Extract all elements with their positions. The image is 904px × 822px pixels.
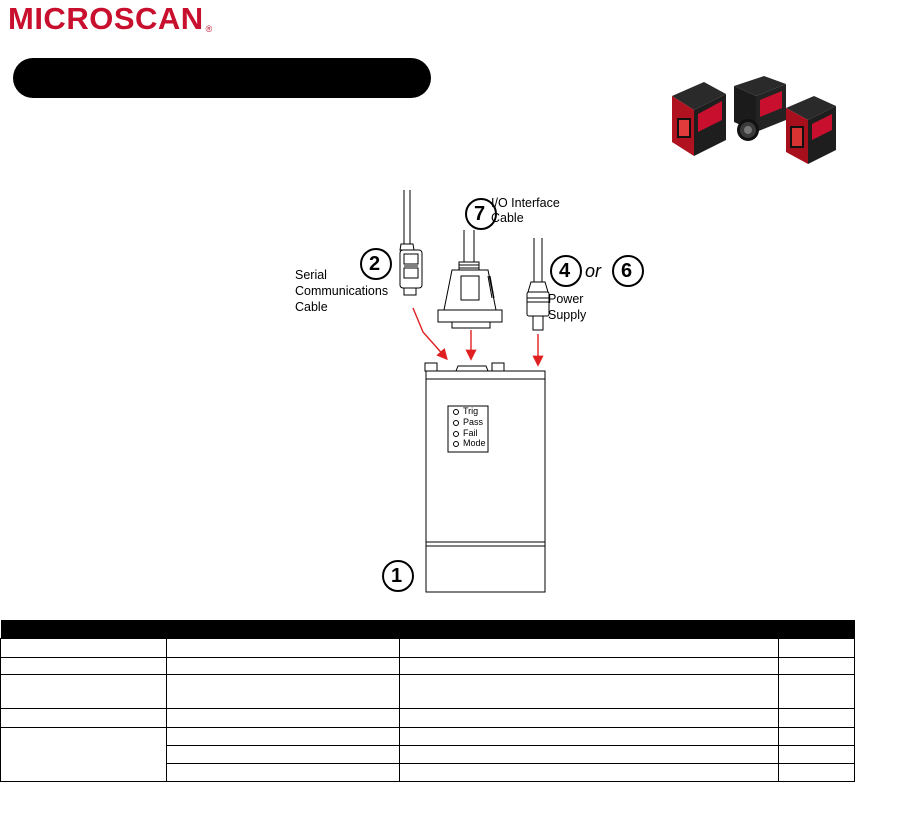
serial-cable-label-line1: Serial [295, 268, 327, 282]
table-cell [399, 657, 779, 675]
table-row [0, 638, 855, 658]
product-unit-middle [734, 76, 786, 141]
registered-mark: ® [205, 24, 213, 34]
table-cell [778, 745, 855, 764]
serial-cable [399, 190, 423, 296]
callout-number-7: 7 [474, 203, 486, 225]
power-supply-label-line1: Power [548, 292, 584, 306]
serial-cable-label-line3: Cable [295, 300, 328, 314]
table-cell [0, 708, 167, 728]
callout-or-text: or [585, 261, 602, 281]
table-cell [166, 657, 400, 675]
table-cell [778, 708, 855, 728]
logo-wordmark: MICROSCAN [8, 1, 204, 36]
power-supply-label-line2: Supply [548, 308, 587, 322]
table-cell [0, 674, 167, 709]
table-cell [399, 763, 779, 782]
table-cell [166, 745, 400, 764]
led-label-pass: Pass [463, 417, 484, 427]
table-cell [399, 708, 779, 728]
callout-number-6: 6 [621, 260, 633, 282]
callout-number-2: 2 [369, 253, 381, 275]
table-cell [399, 674, 779, 709]
table-cell [166, 727, 400, 746]
table-row [0, 708, 855, 728]
table-cell [166, 638, 400, 658]
table-row [0, 657, 855, 675]
table-cell [399, 727, 779, 746]
io-cable-label-line1: I/O Interface [491, 196, 560, 210]
io-interface-cable [437, 230, 503, 329]
table-cell [166, 708, 400, 728]
product-unit-left [672, 82, 726, 156]
io-cable-label-line2: Cable [491, 211, 524, 225]
callout-number-1: 1 [391, 565, 403, 587]
table-cell [166, 674, 400, 709]
callout-circles [360, 198, 644, 592]
led-label-trig: Trig [463, 406, 479, 416]
scanner-body [424, 362, 546, 593]
table-cell [0, 727, 167, 782]
table-cell [166, 763, 400, 782]
table-cell [778, 674, 855, 709]
table-row [1, 763, 855, 782]
table-header-cell [399, 620, 779, 639]
microscan-logo: MICROSCAN ® [8, 2, 212, 36]
table-cell [778, 638, 855, 658]
table-header-cell [166, 620, 400, 639]
table-cell [778, 657, 855, 675]
product-unit-right [786, 96, 836, 164]
table-cell [399, 638, 779, 658]
serial-cable-label-line2: Communications [295, 284, 389, 298]
power-supply-cable [526, 238, 550, 331]
table-row [0, 727, 855, 782]
section-title-bar [13, 58, 431, 98]
parts-table [0, 620, 855, 782]
connection-diagram: 7 2 4 or 6 1 I/O Interface Cable Serial … [280, 180, 660, 600]
table-cell [778, 727, 855, 746]
table-cell [0, 638, 167, 658]
table-header-row [0, 620, 855, 639]
table-cell [399, 745, 779, 764]
led-label-fail: Fail [463, 428, 478, 438]
table-header-cell [0, 620, 167, 639]
callout-number-4: 4 [559, 260, 571, 282]
led-label-mode: Mode [463, 438, 486, 448]
connection-arrows [412, 307, 544, 367]
table-cell [0, 657, 167, 675]
table-cell [778, 763, 855, 782]
scanner-product-photo [672, 76, 836, 164]
table-header-cell [778, 620, 855, 639]
table-row [0, 674, 855, 709]
